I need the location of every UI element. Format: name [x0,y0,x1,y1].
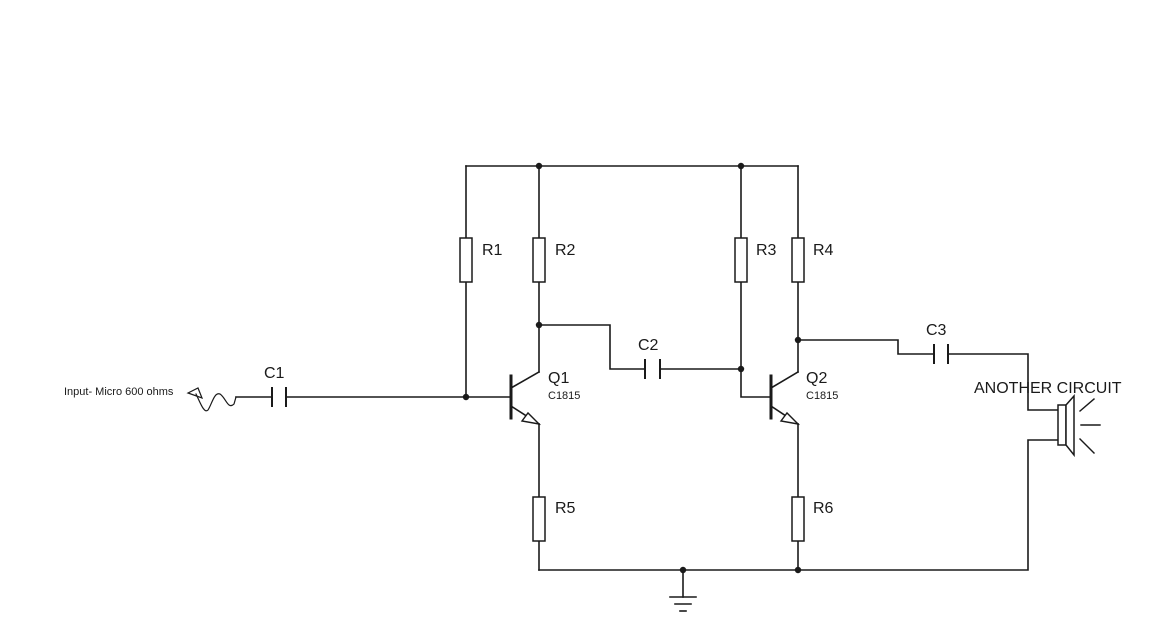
resistor-r6: R6 [791,496,834,542]
resistor-r5: R5 [532,496,576,542]
r2-label: R2 [555,242,576,259]
output-label: ANOTHER CIRCUIT [974,380,1122,397]
r1-label: R1 [482,242,503,259]
r6-label: R6 [813,500,834,517]
input-label: Input- Micro 600 ohms [64,386,174,398]
r4-label: R4 [813,242,834,259]
transistor-q1: Q1 C1815 [509,370,580,426]
resistor-r2: R2 [532,237,576,283]
ac-source-icon [186,387,237,412]
c2-label: C2 [638,337,659,354]
resistor-r1: R1 [459,237,503,283]
capacitor-c3: C3 [926,322,949,364]
wires [235,165,1059,598]
r3-label: R3 [756,242,777,259]
junctions [462,162,802,574]
r5-label: R5 [555,500,576,517]
q1-name: Q1 [548,370,569,387]
q2-name: Q2 [806,370,827,387]
resistor-r3: R3 [734,237,777,283]
ground-icon [669,596,697,612]
capacitor-c2: C2 [638,337,661,379]
c3-label: C3 [926,322,947,339]
c1-label: C1 [264,365,285,382]
transistor-q2: Q2 C1815 [769,370,838,426]
q2-part: C1815 [806,390,838,402]
capacitor-c1: C1 [264,365,287,407]
resistor-r4: R4 [791,237,834,283]
q1-part: C1815 [548,390,580,402]
speaker-icon [1057,394,1101,458]
